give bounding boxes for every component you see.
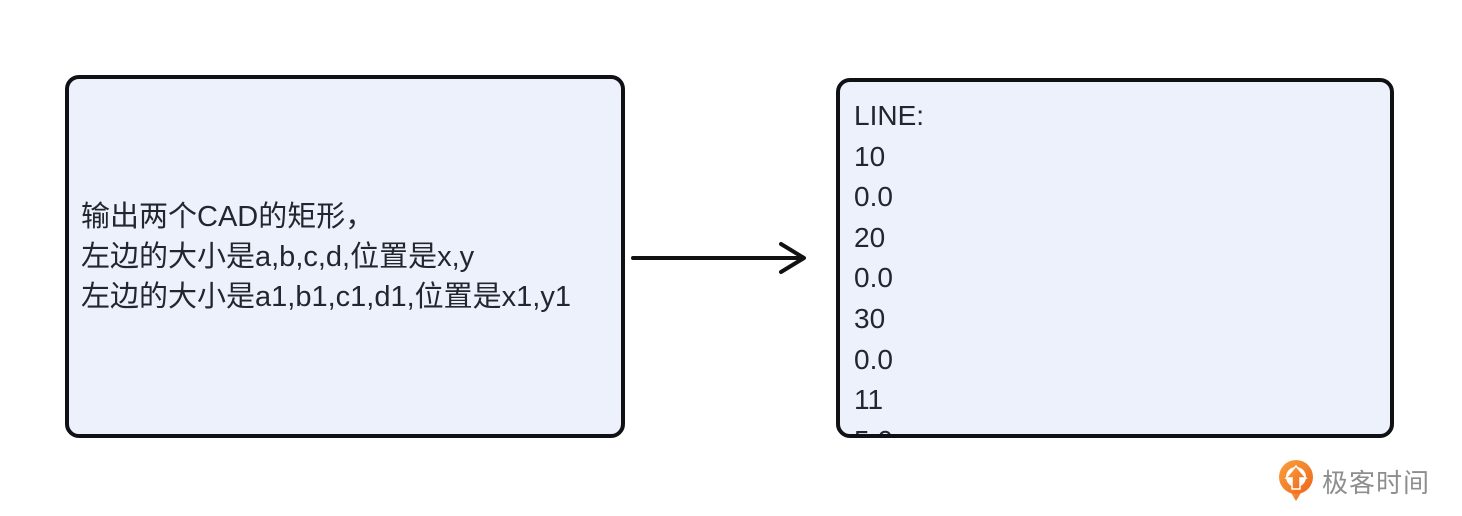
output-line: 0.0 [854,262,893,294]
output-box: LINE: 10 0.0 20 0.0 30 0.0 11 5.0 [836,78,1394,438]
prompt-line: 左边的大小是a,b,c,d,位置是x,y [81,240,475,273]
prompt-box: 输出两个CAD的矩形， 左边的大小是a,b,c,d,位置是x,y 左边的大小是a… [65,75,625,438]
output-line: 0.0 [854,343,893,375]
output-line: 11 [854,384,884,416]
prompt-line: 左边的大小是a1,b1,c1,d1,位置是x1,y1 [81,280,571,313]
output-line: 0.0 [854,181,893,213]
prompt-line: 输出两个CAD的矩形， [81,200,375,233]
geektime-logo-icon [1278,460,1313,501]
output-line: 30 [854,302,886,334]
geektime-logo: 极客时间 [1278,460,1430,502]
right-arrow-icon [631,242,806,274]
output-line: LINE: [854,100,925,131]
output-line: 10 [854,140,886,172]
geektime-logo-text: 极客时间 [1321,467,1430,498]
output-line: 20 [854,221,886,253]
output-line: 5.0 [854,421,1390,434]
